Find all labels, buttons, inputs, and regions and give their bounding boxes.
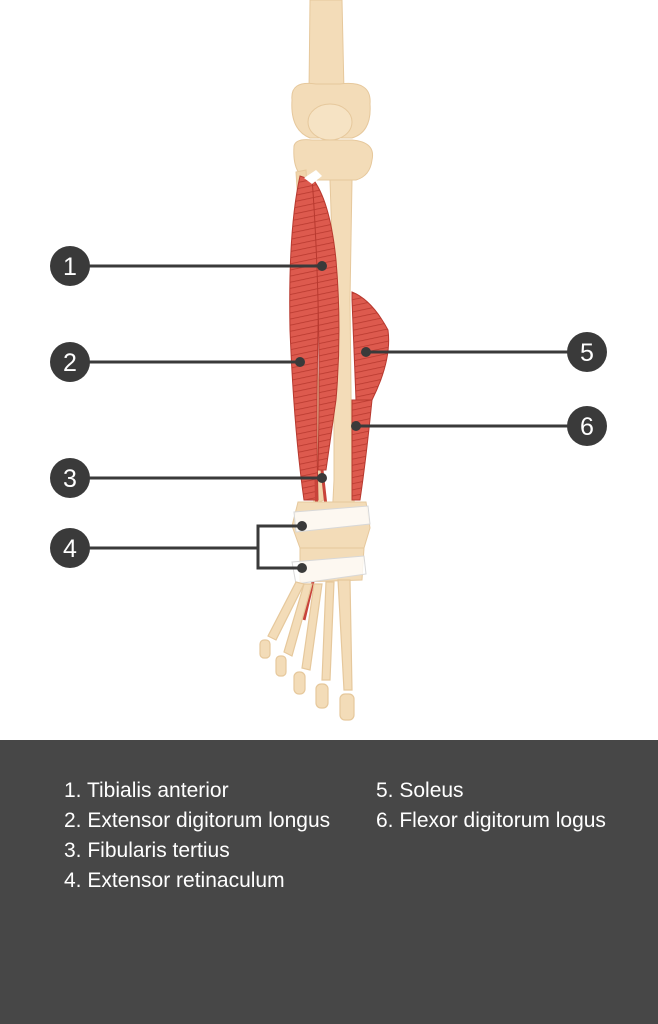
svg-text:6: 6 xyxy=(580,413,594,441)
legend-column-left: 1. Tibialis anterior 2. Extensor digitor… xyxy=(64,776,364,896)
legend-item-5: 5. Soleus xyxy=(376,779,464,802)
marker-6: 6 xyxy=(567,406,607,446)
leader-lines xyxy=(70,264,587,570)
svg-text:1: 1 xyxy=(63,253,77,281)
anterior-muscles xyxy=(289,170,340,501)
legend-item-4: 4. Extensor retinaculum xyxy=(64,869,285,892)
marker-4: 4 xyxy=(50,528,90,568)
leg-anatomy-diagram: 1 2 3 4 5 6 xyxy=(50,0,607,721)
legend-item-6: 6. Flexor digitorum logus xyxy=(376,809,606,832)
marker-1: 1 xyxy=(50,246,90,286)
svg-text:5: 5 xyxy=(580,339,594,367)
marker-3: 3 xyxy=(50,458,90,498)
svg-text:4: 4 xyxy=(63,535,77,563)
legend-item-2: 2. Extensor digitorum longus xyxy=(64,809,331,832)
svg-text:2: 2 xyxy=(63,349,77,377)
flexor-digitorum-muscle xyxy=(351,399,373,501)
legend-column-right: 5. Soleus 6. Flexor digitorum logus xyxy=(376,776,626,836)
legend-item-1: 1. Tibialis anterior xyxy=(64,779,229,802)
toe-bones xyxy=(259,579,355,721)
legend-item-3: 3. Fibularis tertius xyxy=(64,839,230,862)
svg-text:3: 3 xyxy=(63,465,77,493)
legend-panel: 1. Tibialis anterior 2. Extensor digitor… xyxy=(0,740,658,1024)
leader-dots xyxy=(295,261,371,573)
marker-5: 5 xyxy=(567,332,607,372)
soleus-muscle xyxy=(351,291,390,401)
extensor-retinaculum xyxy=(291,505,371,585)
marker-2: 2 xyxy=(50,342,90,382)
patella-bone xyxy=(307,103,353,141)
